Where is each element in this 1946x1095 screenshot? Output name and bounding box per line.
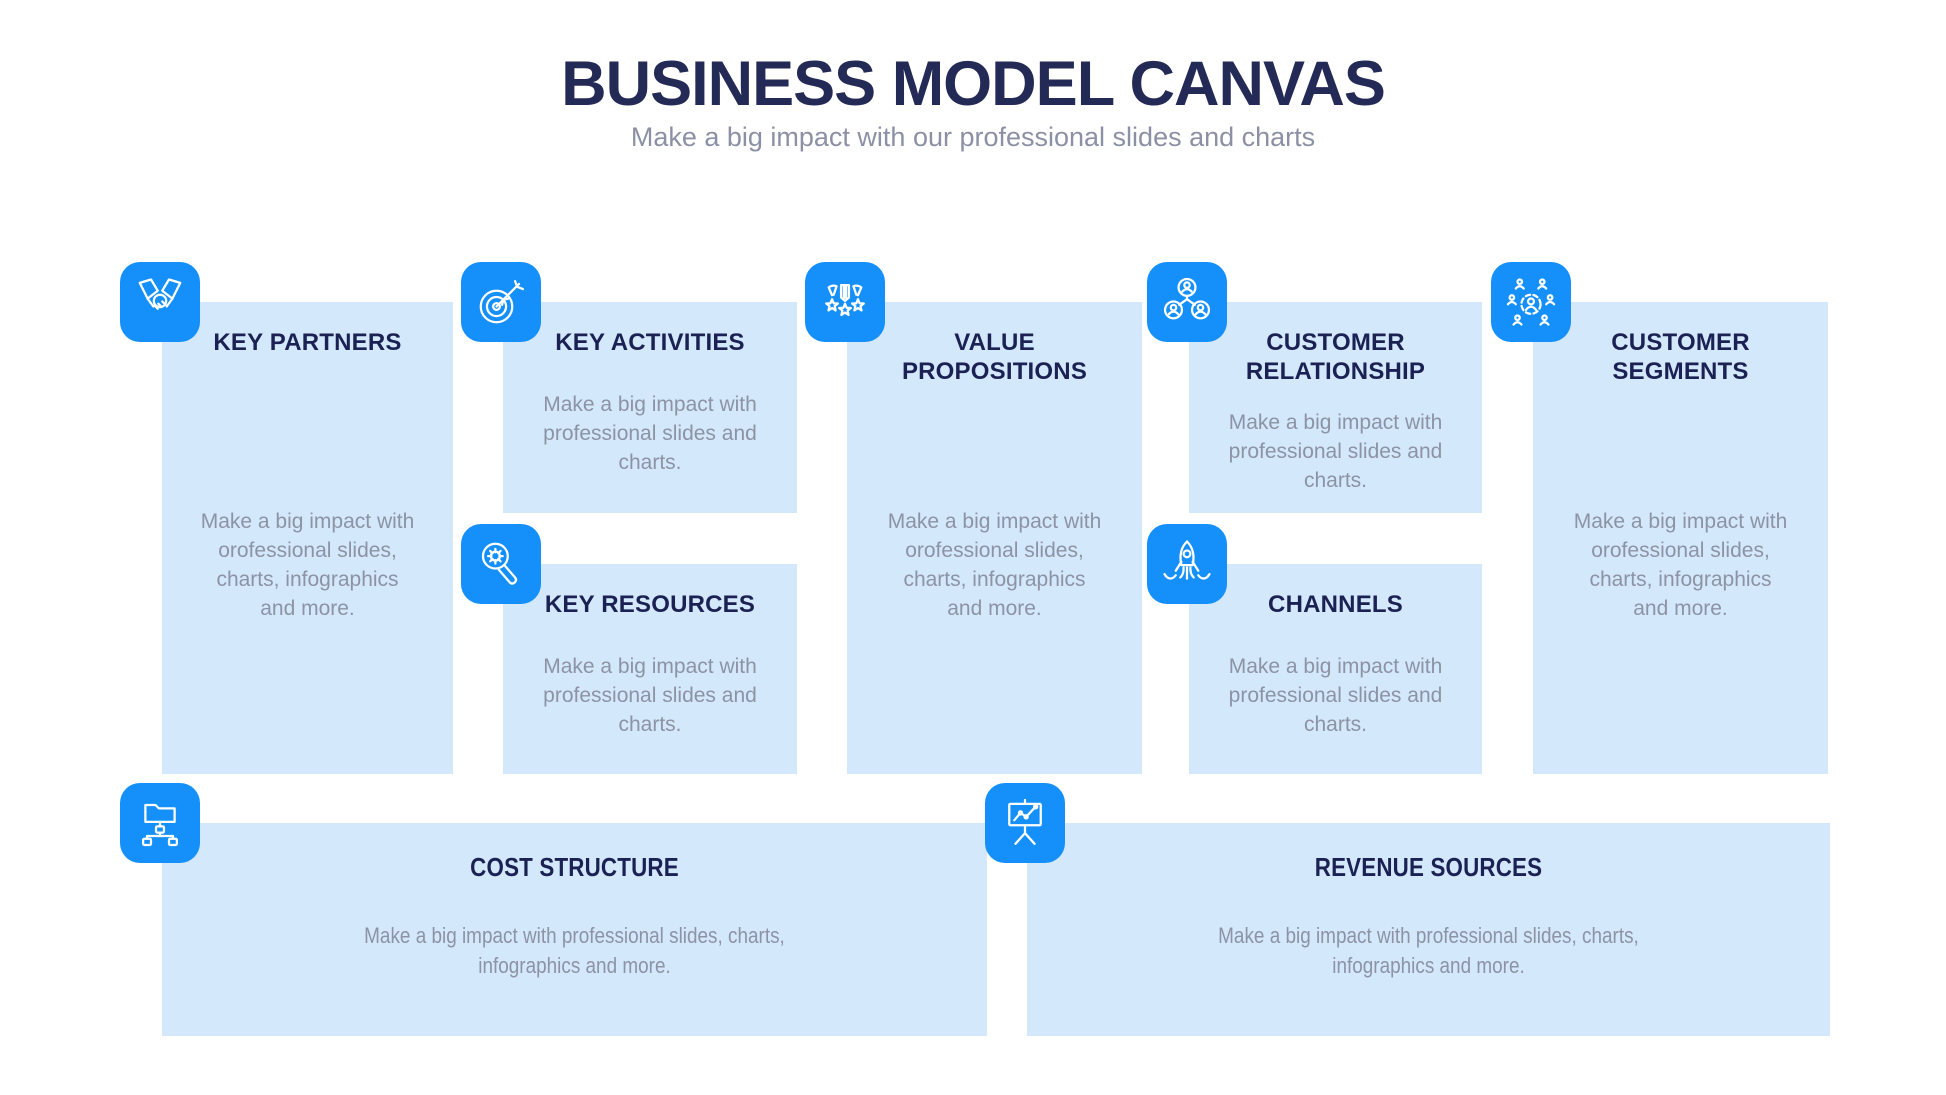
audience-target-icon xyxy=(1491,262,1571,342)
section-title: CUSTOMER RELATIONSHIP xyxy=(1245,329,1426,385)
section-body: Make a big impact with professional slid… xyxy=(543,393,757,474)
folder-tree-icon xyxy=(120,783,200,863)
target-arrow-icon xyxy=(461,262,541,342)
section-body: Make a big impact with professional slid… xyxy=(1218,923,1639,978)
section-customer-segments: CUSTOMER SEGMENTS Make a big impact with… xyxy=(1491,262,1828,774)
section-body: Make a big impact with orofessional slid… xyxy=(887,510,1102,620)
section-title: VALUE PROPOSITIONS xyxy=(901,329,1088,385)
section-title: CUSTOMER SEGMENTS xyxy=(1611,329,1750,385)
section-title: KEY PARTNERS xyxy=(213,329,402,356)
section-customer-relationship: CUSTOMER RELATIONSHIP Make a big impact … xyxy=(1147,262,1482,513)
magnifier-gear-icon xyxy=(461,524,541,604)
page-subtitle: Make a big impact with our professional … xyxy=(630,122,1316,152)
section-key-resources: KEY RESOURCES Make a big impact with pro… xyxy=(461,524,797,774)
section-title: REVENUE SOURCES xyxy=(1314,852,1543,882)
section-revenue-sources: REVENUE SOURCES Make a big impact with p… xyxy=(985,783,1830,1036)
section-title: CHANNELS xyxy=(1268,591,1403,618)
section-body: Make a big impact with professional slid… xyxy=(543,655,757,736)
section-body: Make a big impact with orofessional slid… xyxy=(200,510,415,620)
award-medals-icon xyxy=(805,262,885,342)
section-value-propositions: VALUE PROPOSITIONS Make a big impact wit… xyxy=(805,262,1142,774)
section-key-activities: KEY ACTIVITIES Make a big impact with pr… xyxy=(461,262,797,513)
people-network-icon xyxy=(1147,262,1227,342)
section-title: KEY ACTIVITIES xyxy=(555,329,745,356)
section-body: Make a big impact with orofessional slid… xyxy=(1573,510,1788,620)
presentation-chart-icon xyxy=(985,783,1065,863)
section-body: Make a big impact with professional slid… xyxy=(364,923,785,978)
section-title: COST STRUCTURE xyxy=(470,852,679,882)
section-body: Make a big impact with professional slid… xyxy=(1228,655,1443,736)
section-title: KEY RESOURCES xyxy=(544,591,756,618)
section-channels: CHANNELS Make a big impact with professi… xyxy=(1147,524,1482,774)
section-key-partners: KEY PARTNERS Make a big impact with orof… xyxy=(120,262,453,774)
handshake-icon xyxy=(120,262,200,342)
page-title: BUSINESS MODEL CANVAS xyxy=(561,49,1386,119)
section-cost-structure: COST STRUCTURE Make a big impact with pr… xyxy=(120,783,987,1036)
section-body: Make a big impact with professional slid… xyxy=(1228,411,1443,492)
rocket-icon xyxy=(1147,524,1227,604)
